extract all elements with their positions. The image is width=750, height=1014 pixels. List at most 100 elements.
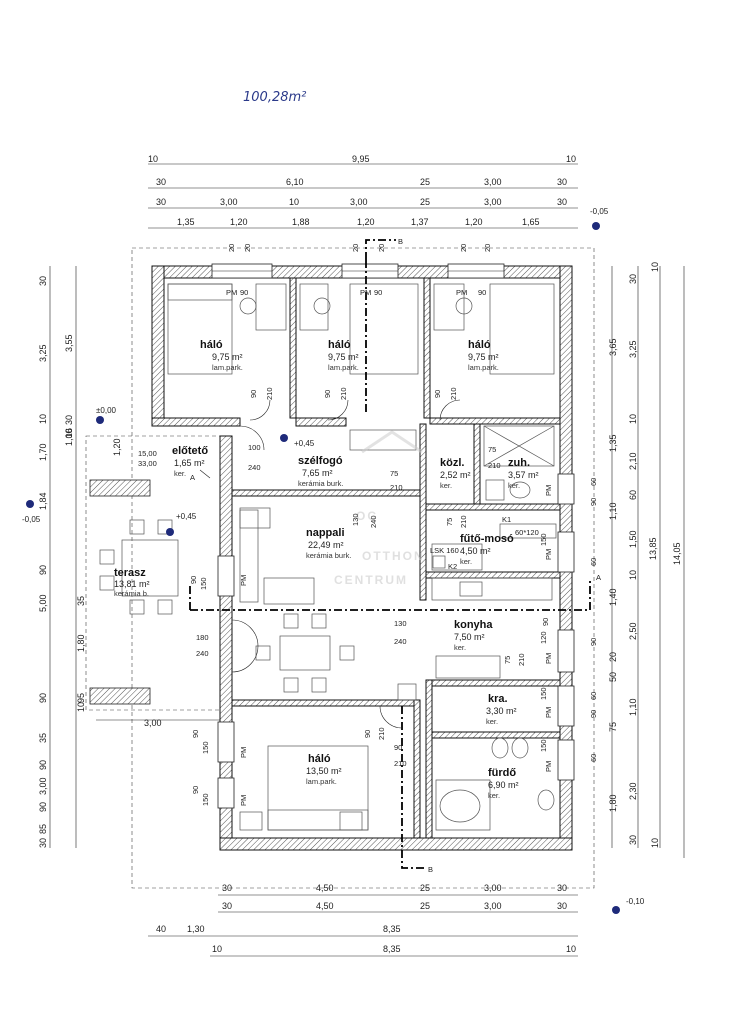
dim-right-18: 1,80 (608, 794, 618, 812)
dim-right-13: 20 (608, 652, 618, 662)
level-mark-5: -0,10 (626, 897, 645, 906)
tag-k1: K1 (502, 515, 511, 524)
windows-left (217, 555, 235, 809)
dim-top-2-e: 30 (557, 177, 567, 187)
dimension-lines-bottom: 30 4,50 25 3,00 30 30 4,50 25 3,00 30 40… (148, 883, 578, 957)
dim-left-outer-6: 5,00 (38, 594, 48, 612)
door-label-16: 90 (363, 730, 372, 738)
extra-dim-6: 3,00 (144, 718, 162, 728)
dim-left-outer-5: 90 (38, 565, 48, 575)
window-label-11: PM (239, 747, 248, 758)
dim-left-inner-6: 1,80 (76, 634, 86, 652)
dim-right-10: 10 (628, 570, 638, 580)
window-label-15: PM (544, 485, 553, 496)
section-mark-a-right: A (596, 573, 601, 582)
extra-dim-0: 20 (227, 244, 236, 252)
room-floor: ker. (488, 791, 500, 800)
dim-top-2-b: 6,10 (286, 177, 304, 187)
window-label-13: 150 (201, 793, 210, 806)
door-label-6: 90 (433, 390, 442, 398)
room-floor: kerámia burk. (306, 551, 351, 560)
window-label-20: PM (544, 707, 553, 718)
window-label-5: 90 (478, 288, 486, 297)
watermark-line1: OTTHON (362, 549, 425, 563)
dim-bot-1-a: 30 (222, 883, 232, 893)
door-label-0: 100 (248, 443, 261, 452)
door-label-18: 75 (503, 656, 512, 664)
room-floor: lam.park. (306, 777, 337, 786)
room-floor: ker. (486, 717, 498, 726)
dim-left-outer-8: 35 (38, 733, 48, 743)
dim-right-14: 50 (608, 672, 618, 682)
door-label-7: 210 (449, 387, 458, 400)
window-label-12: 90 (191, 786, 200, 794)
dim-bot-1-e: 30 (557, 883, 567, 893)
dim-top-4-a: 1,35 (177, 217, 195, 227)
room-floor: lam.park. (468, 363, 499, 372)
level-mark-3: -0,05 (22, 515, 41, 524)
room-name: háló (328, 339, 351, 351)
window-label-8: PM (239, 575, 248, 586)
room-area: 3,30 m² (486, 706, 517, 716)
window-label-10: 150 (201, 741, 210, 754)
room-halo-4: háló 13,50 m² lam.park. (306, 753, 342, 786)
door-label-13: 240 (196, 649, 209, 658)
extra-dims: 20 20 20 20 20 20 3,00 130 240 (144, 244, 492, 728)
dim-top-4-e: 1,37 (411, 217, 429, 227)
extra-dim-8: 240 (369, 515, 378, 528)
level-mark-4: -0,05 (590, 207, 609, 216)
room-floor: lam.park. (212, 363, 243, 372)
dim-top-4-d: 1,20 (357, 217, 375, 227)
window-label-25: 90 (589, 498, 598, 506)
room-name: háló (200, 339, 223, 351)
room-floor: ker. (454, 643, 466, 652)
room-area: 7,50 m² (454, 632, 485, 642)
dim-right-11: 1,40 (608, 588, 618, 606)
dim-top-2-c: 25 (420, 177, 430, 187)
dim-right-19: 30 (628, 835, 638, 845)
tag-lsk: LSK 160 (430, 546, 459, 555)
level-mark-2: +0,45 (176, 512, 197, 521)
room-area: 9,75 m² (328, 352, 359, 362)
window-label-2: PM (360, 288, 371, 297)
terrace-railing (89, 479, 220, 721)
window-label-4: PM (456, 288, 467, 297)
window-label-30: 60 (589, 754, 598, 762)
room-kra: kra. 3,30 m² ker. (486, 693, 517, 726)
dim-top-3-b: 3,00 (220, 197, 238, 207)
windows-right (557, 473, 575, 781)
dim-bot-2-b: 4,50 (316, 901, 334, 911)
door-label-23: 210 (390, 483, 403, 492)
dim-left-outer-0: 30 (38, 276, 48, 286)
room-halo-3: háló 9,75 m² lam.park. (468, 339, 499, 372)
door-label-17: 210 (377, 727, 386, 740)
windows-top (211, 263, 505, 279)
dim-right-8: 60 (628, 490, 638, 500)
dim-top-2-a: 30 (156, 177, 166, 187)
level-mark-0: ±0,00 (96, 406, 117, 415)
window-label-18: PM (544, 653, 553, 664)
dim-left-outer-7: 90 (38, 693, 48, 703)
dim-right-15: 1,10 (628, 698, 638, 716)
dim-bot-4-a: 10 (212, 944, 222, 954)
window-label-9: 90 (191, 730, 200, 738)
dimension-lines-left: 30 3,25 10 1,70 1,84 90 5,00 90 35 90 3,… (38, 266, 122, 848)
dim-bot-2-c: 25 (420, 901, 430, 911)
dim-left-outer-11: 90 (38, 802, 48, 812)
dim-top-3-c: 10 (289, 197, 299, 207)
room-name: nappali (306, 527, 345, 539)
window-label-0: PM (226, 288, 237, 297)
door-swings (199, 399, 461, 729)
room-floor: ker. (174, 469, 186, 478)
door-label-9: 210 (488, 461, 501, 470)
room-name: háló (308, 753, 331, 765)
window-label-7: 150 (199, 577, 208, 590)
room-halo-1: háló 9,75 m² lam.park. (200, 339, 243, 372)
window-label-27: 90 (589, 638, 598, 646)
door-label-15: 240 (394, 637, 407, 646)
room-name: terasz (114, 567, 146, 579)
section-mark-a-left: A (190, 473, 195, 482)
room-floor: kerámia burk. (298, 479, 343, 488)
extra-dim-3: 20 (377, 244, 386, 252)
